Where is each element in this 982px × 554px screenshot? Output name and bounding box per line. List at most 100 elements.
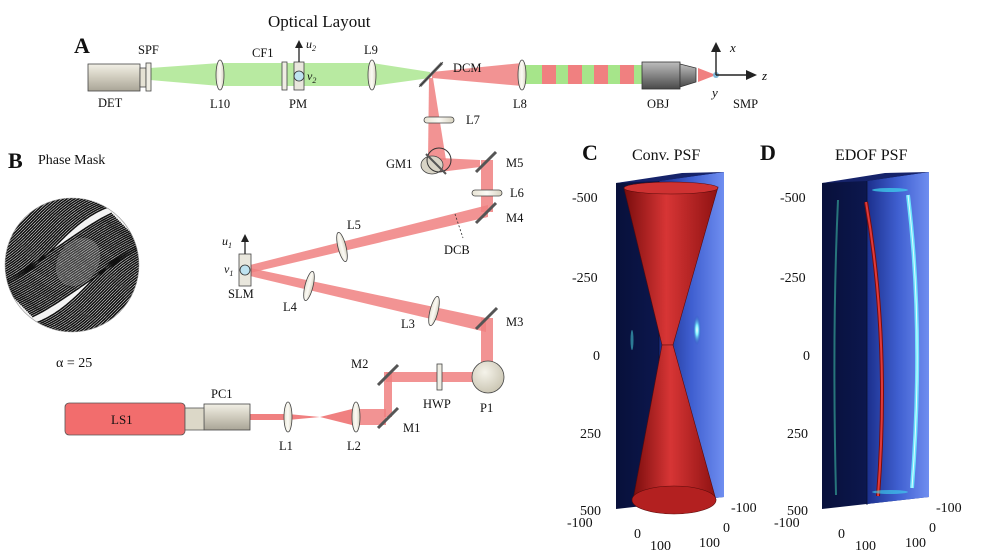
gm1-galvo-icon (420, 147, 452, 175)
phase-mask-fringe (5, 215, 116, 288)
label-v1: v (224, 262, 230, 276)
phase-mask-fringe (5, 198, 104, 281)
phase-mask-fringe (20, 233, 133, 306)
det-camera-icon (87, 63, 147, 92)
phase-mask-fringe (56, 265, 139, 332)
label-m1: M1 (403, 421, 420, 435)
phase-mask-fringe (59, 268, 139, 332)
p1-polarizer-icon (471, 360, 505, 394)
label-l2: L2 (347, 439, 361, 453)
label-z: z (761, 68, 767, 83)
m5-mirror-icon (474, 150, 498, 174)
hwp-plate (436, 363, 443, 391)
label-m5: M5 (506, 156, 523, 170)
psf-edof-ytick-2: 100 (905, 536, 926, 551)
psf-conv-xtick-0: -100 (567, 516, 593, 531)
phase-mask-fringe (5, 198, 86, 263)
panel-label-b: B (8, 148, 23, 173)
psf-conv-ztick-3: 250 (580, 427, 601, 442)
ls1-laser-icon (64, 402, 205, 436)
label-l3: L3 (401, 317, 415, 331)
psf-conv-ytick-0: -100 (731, 501, 757, 516)
phase-mask-fringe (11, 224, 124, 297)
psf-conv-ztick-2: 0 (593, 349, 600, 364)
label-l6: L6 (510, 186, 524, 200)
pm-phase-mask-icon (293, 40, 305, 91)
label-v1-sub: 1 (229, 269, 233, 278)
phase-mask-fringe (6, 220, 120, 292)
label-det: DET (98, 96, 123, 110)
psf-conv-title: Conv. PSF (632, 147, 700, 164)
l9-lens-icon (367, 59, 377, 91)
psf-conv-axes: -500 -250 0 250 500 -100 0 100 -100 0 10… (567, 191, 757, 554)
psf-conv-ytick-1: 0 (723, 521, 730, 536)
psf-edof-ytick-0: -100 (936, 501, 962, 516)
label-u2-sub: 2 (312, 44, 316, 53)
psf-edof-ztick-0: -500 (780, 191, 806, 206)
phase-mask-fringe (5, 198, 88, 265)
figure-title: Optical Layout (268, 12, 371, 31)
phase-mask-fringe (51, 259, 139, 332)
label-u2: u (306, 37, 312, 51)
phase-mask-fringe (5, 212, 113, 285)
phase-mask-fringe (25, 239, 139, 312)
l10-lens-icon (215, 59, 225, 91)
red-beam-l1-l2 (288, 408, 356, 426)
phase-mask-fringe (33, 241, 139, 325)
psf-edof-xtick-2: 100 (855, 539, 876, 554)
layout-labels: SPF DET L10 CF1 u2 v2 PM L9 DCM L8 OBJ x… (98, 37, 767, 453)
phase-mask-fringe (8, 221, 122, 294)
label-l5: L5 (347, 218, 361, 232)
svg-text:v1: v1 (224, 262, 233, 278)
phase-mask-fringe (5, 216, 117, 289)
psf-conv-ytick-2: 100 (699, 536, 720, 551)
l6-lens-icon (471, 189, 503, 197)
red-beam-l2-m1 (356, 409, 386, 425)
red-beam-m2-m1 (384, 372, 392, 417)
label-p1: P1 (480, 401, 493, 415)
red-beam-ls1-l1 (250, 414, 288, 420)
label-x: x (729, 40, 736, 55)
psf-edof-xtick-0: -100 (774, 516, 800, 531)
label-dcb: DCB (444, 243, 470, 257)
phase-mask-fringe (12, 226, 126, 298)
phase-mask-fringe (5, 198, 93, 271)
phase-mask-fringe (5, 199, 105, 283)
phase-mask-fringe (5, 198, 85, 262)
label-l7: L7 (466, 113, 480, 127)
label-v2: v (307, 69, 313, 83)
label-l1: L1 (279, 439, 293, 453)
phase-mask-image (5, 198, 139, 332)
phase-mask-fringe (5, 198, 91, 268)
label-smp: SMP (733, 97, 758, 111)
label-gm1: GM1 (386, 157, 412, 171)
phase-mask-fringe (9, 223, 123, 295)
phase-mask-fringe (27, 241, 139, 314)
svg-text:u2: u2 (306, 37, 316, 53)
label-obj: OBJ (647, 97, 669, 111)
label-pc1: PC1 (211, 387, 233, 401)
phase-mask-fringe (5, 198, 92, 269)
label-y: y (710, 85, 718, 100)
psf-edof-volume (822, 172, 929, 509)
panel-label-a: A (74, 33, 90, 58)
phase-mask-fringe (55, 264, 139, 332)
phase-mask-fringe (42, 250, 139, 332)
phase-mask-fringe (43, 252, 139, 332)
svg-text:u1: u1 (222, 234, 232, 250)
m2-mirror-icon (376, 363, 400, 387)
l8-lens-icon (517, 59, 527, 91)
phase-mask-fringe (45, 253, 139, 332)
beam-paths (150, 63, 716, 426)
l5-lens-icon (336, 232, 348, 262)
psf-conv-ztick-1: -250 (572, 271, 598, 286)
phase-mask-title: Phase Mask (38, 153, 105, 168)
label-hwp: HWP (423, 397, 451, 411)
green-beam-det (150, 63, 220, 86)
label-spf: SPF (138, 43, 159, 57)
phase-mask-fringe (58, 267, 139, 332)
red-beam-p1-m2 (386, 372, 482, 382)
psf-conv-ztick-0: -500 (572, 191, 598, 206)
phase-mask-fringe (61, 270, 139, 332)
phase-mask-fringe (5, 213, 114, 286)
